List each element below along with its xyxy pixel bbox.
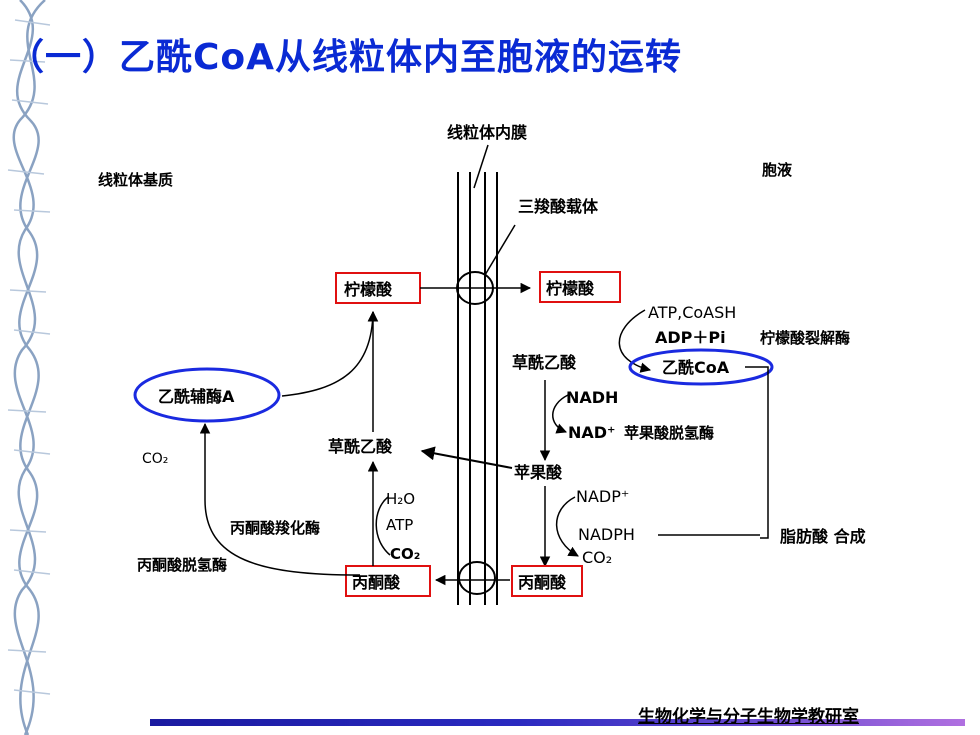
malate-dh: 苹果酸脱氢酶	[624, 424, 714, 442]
nadh-curve	[552, 394, 569, 434]
pyruvate-left-box	[345, 565, 431, 597]
slide-title: （一）乙酰CoA从线粒体内至胞液的运转	[8, 37, 683, 78]
co2-left: CO₂	[142, 451, 168, 467]
pyruvate-left: 丙酮酸	[352, 573, 401, 592]
pyruvate-right-box	[511, 565, 583, 597]
atp: ATP	[386, 516, 413, 534]
pdh-curve	[199, 422, 361, 576]
acetyl-coa-left: 乙酰辅酶A	[158, 387, 235, 406]
dna-helix-decoration	[7, 0, 51, 735]
acetyl-to-citrate-curve	[281, 310, 379, 397]
pyruvate-carrier	[458, 561, 496, 595]
malate: 苹果酸	[514, 463, 563, 482]
nadp: NADP⁺	[576, 487, 629, 506]
malate-to-oaa-arrow	[420, 446, 513, 469]
fatty-acid-synthesis: 脂肪酸 合成	[780, 527, 866, 546]
nadp-curve	[555, 496, 579, 557]
matrix-label: 线粒体基质	[98, 171, 173, 189]
nad: NAD⁺	[568, 423, 616, 442]
acetyl-coa-left-ellipse	[133, 367, 281, 423]
oxaloacetate-left: 草酰乙酸	[328, 437, 393, 456]
carrier-label: 三羧酸载体	[518, 197, 599, 216]
acetyl-coa-right-ellipse	[628, 348, 774, 386]
citrate-right-box	[539, 271, 621, 303]
citrate-left: 柠檬酸	[344, 280, 393, 299]
membrane-label: 线粒体内膜	[447, 123, 527, 142]
h2o: H₂O	[386, 490, 415, 508]
nadh: NADH	[566, 388, 618, 407]
citrate-lyase: 柠檬酸裂解酶	[760, 329, 850, 347]
nadph: NADPH	[578, 525, 635, 544]
footer-text: 生物化学与分子生物学教研室	[638, 707, 859, 727]
footer-bar	[150, 719, 965, 726]
inner-membrane	[457, 172, 498, 605]
co2-right: CO₂	[582, 548, 612, 567]
pyruvate-carboxylase: 丙酮酸羧化酶	[230, 519, 320, 537]
membrane-pointer	[473, 144, 489, 189]
adp-pi: ADP＋Pi	[655, 328, 726, 347]
acetyl-coa-right: 乙酰CoA	[662, 358, 730, 377]
oxaloacetate-right: 草酰乙酸	[512, 353, 577, 372]
carboxylase-curve	[375, 496, 391, 556]
lyase-curve	[618, 309, 652, 373]
acetyl-coa-to-fatty-acid	[745, 366, 769, 539]
co2-mid: CO₂	[390, 545, 420, 563]
carrier-pointer	[484, 224, 516, 276]
citrate-right: 柠檬酸	[546, 279, 595, 298]
pyruvate-dh: 丙酮酸脱氢酶	[137, 556, 227, 574]
atp-coash: ATP,CoASH	[648, 303, 736, 322]
pyruvate-right: 丙酮酸	[518, 573, 567, 592]
cytosol-label: 胞液	[761, 161, 793, 179]
